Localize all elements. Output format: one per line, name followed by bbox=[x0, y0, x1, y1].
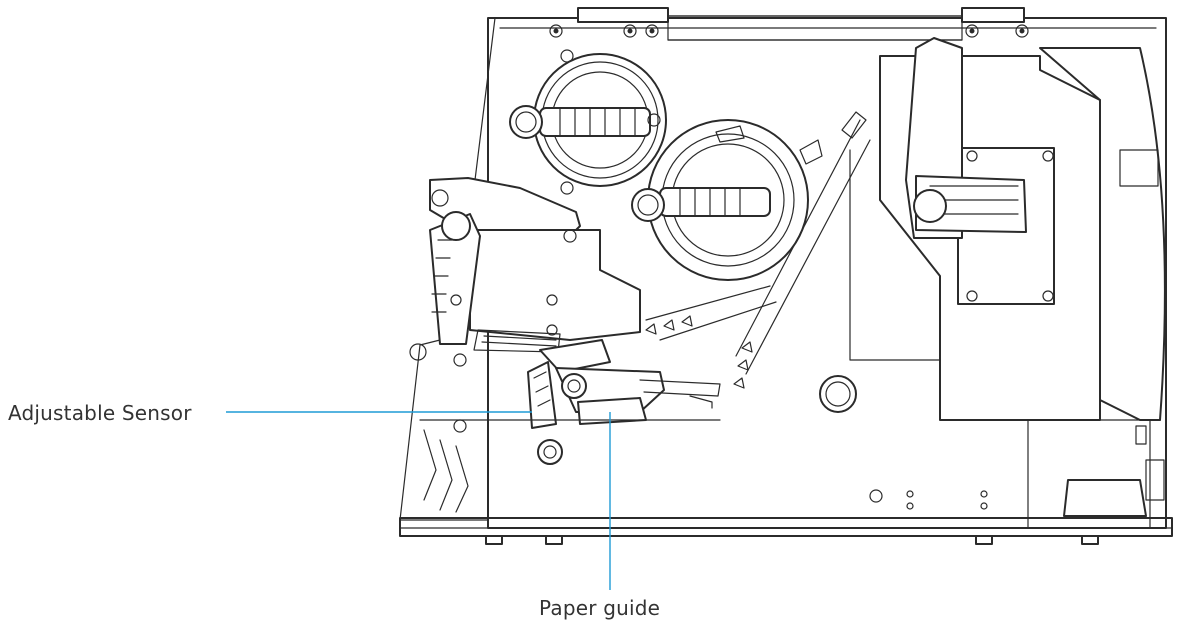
media-supply-holder bbox=[849, 37, 1101, 421]
adjustable-sensor-assembly bbox=[527, 339, 721, 429]
printer-chassis bbox=[399, 7, 1173, 545]
lower-frame bbox=[409, 343, 988, 519]
front-cover bbox=[1027, 47, 1166, 529]
ribbon-takeup-spindle bbox=[631, 119, 823, 281]
media-path-arrows bbox=[645, 111, 871, 389]
ribbon-supply-spindle bbox=[509, 49, 667, 195]
print-head-assembly bbox=[429, 177, 641, 353]
paper-guide-label: Paper guide bbox=[539, 596, 661, 620]
adjustable-sensor-label: Adjustable Sensor bbox=[8, 401, 192, 425]
